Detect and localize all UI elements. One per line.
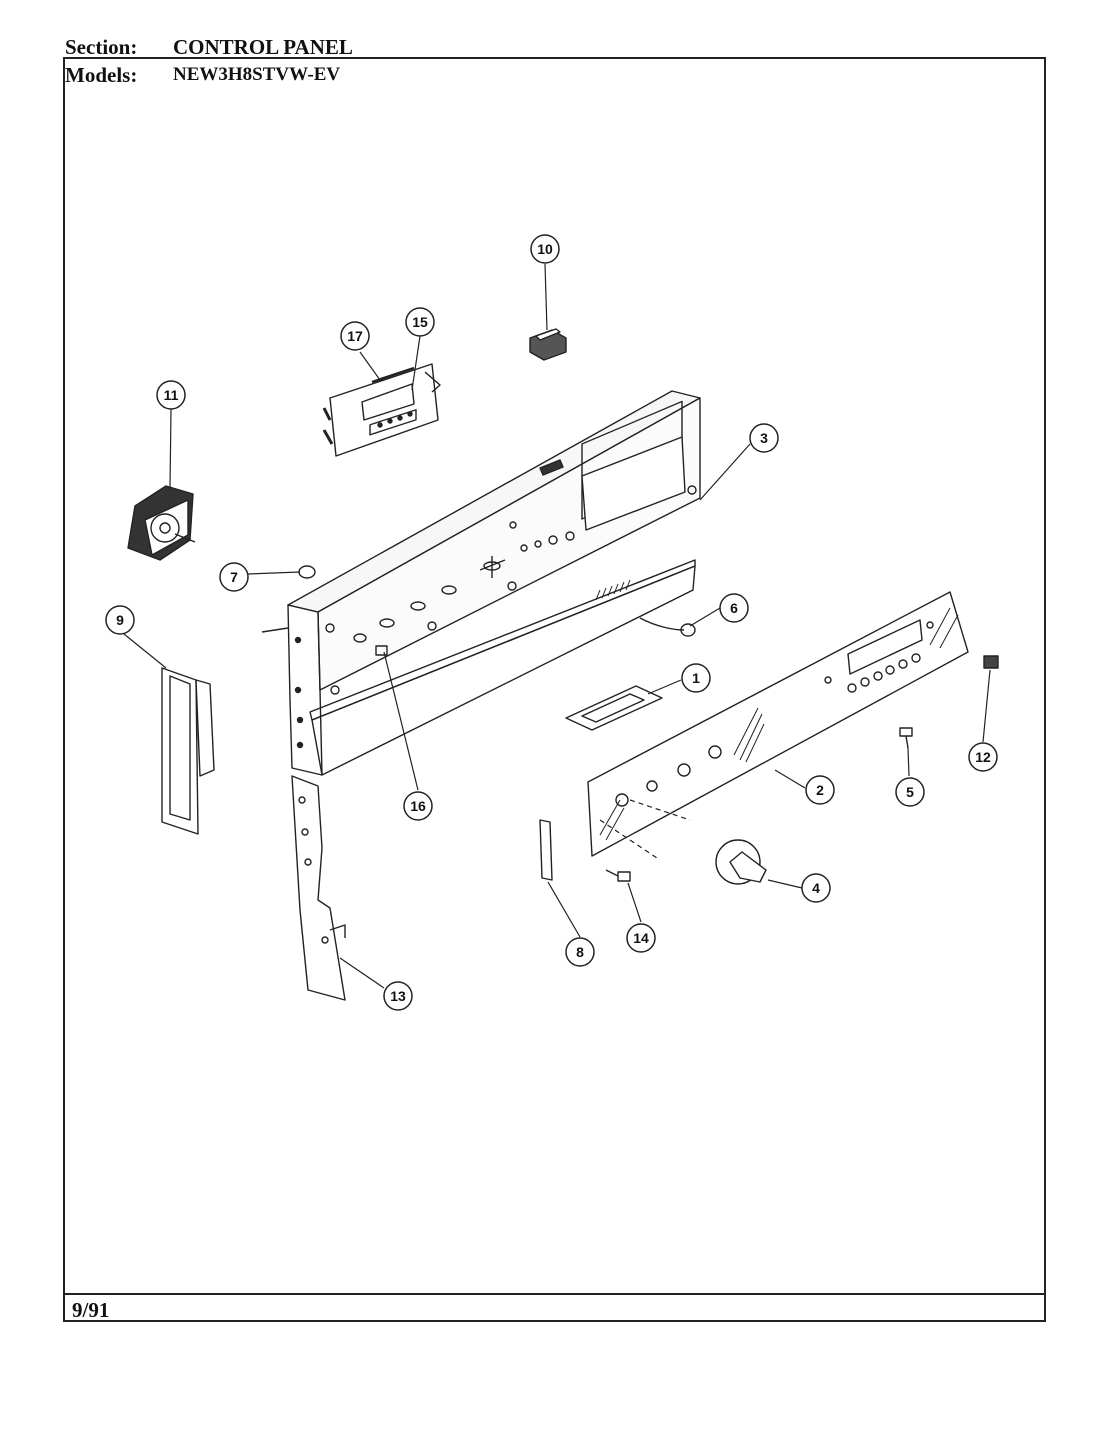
part-8-strip: [539, 819, 553, 881]
model-number: NEW3H8STVW-EV: [173, 64, 341, 85]
part-6-lamp: [639, 617, 696, 637]
part-13-bracket: [291, 775, 346, 1001]
callout-4: 4: [812, 880, 820, 896]
callout-14: 14: [633, 930, 649, 946]
section-title: CONTROL PANEL: [173, 35, 353, 59]
callout-9: 9: [116, 612, 124, 628]
part-3-panel-housing: [261, 390, 701, 776]
part-9-side-trim: [161, 667, 215, 835]
part-17-clock-board: [322, 363, 441, 457]
part-14-screw: [605, 869, 631, 882]
callout-7: 7: [230, 569, 238, 585]
callout-13: 13: [390, 988, 406, 1004]
callout-circles: [105, 234, 998, 1011]
callout-1: 1: [692, 670, 700, 686]
callout-8: 8: [576, 944, 584, 960]
callout-11: 11: [164, 387, 179, 403]
callout-10: 10: [537, 241, 553, 257]
callout-16: 16: [410, 798, 426, 814]
part-12-nut: [983, 655, 999, 669]
callout-3: 3: [760, 430, 768, 446]
callout-6: 6: [730, 600, 738, 616]
callout-2: 2: [816, 782, 824, 798]
part-11-timer: [127, 485, 196, 561]
part-1-window: [565, 685, 663, 731]
revision-date: 9/91: [72, 1298, 110, 1322]
callout-15: 15: [412, 314, 428, 330]
part-16-screw: [375, 645, 388, 656]
callout-12: 12: [975, 749, 991, 765]
models-label: Models:: [65, 63, 138, 87]
callout-17: 17: [347, 328, 363, 344]
part-4-knob: [715, 839, 767, 885]
footer-rule: [63, 1293, 1046, 1295]
part-10-switch: [529, 328, 567, 361]
part-2-overlay: [587, 591, 969, 857]
callout-5: 5: [906, 784, 914, 800]
drawing-frame: [63, 57, 1046, 1322]
leader-lines: [123, 263, 991, 989]
section-label: Section:: [65, 35, 138, 59]
part-7-nut: [298, 565, 316, 579]
part-5-screw: [899, 727, 913, 749]
